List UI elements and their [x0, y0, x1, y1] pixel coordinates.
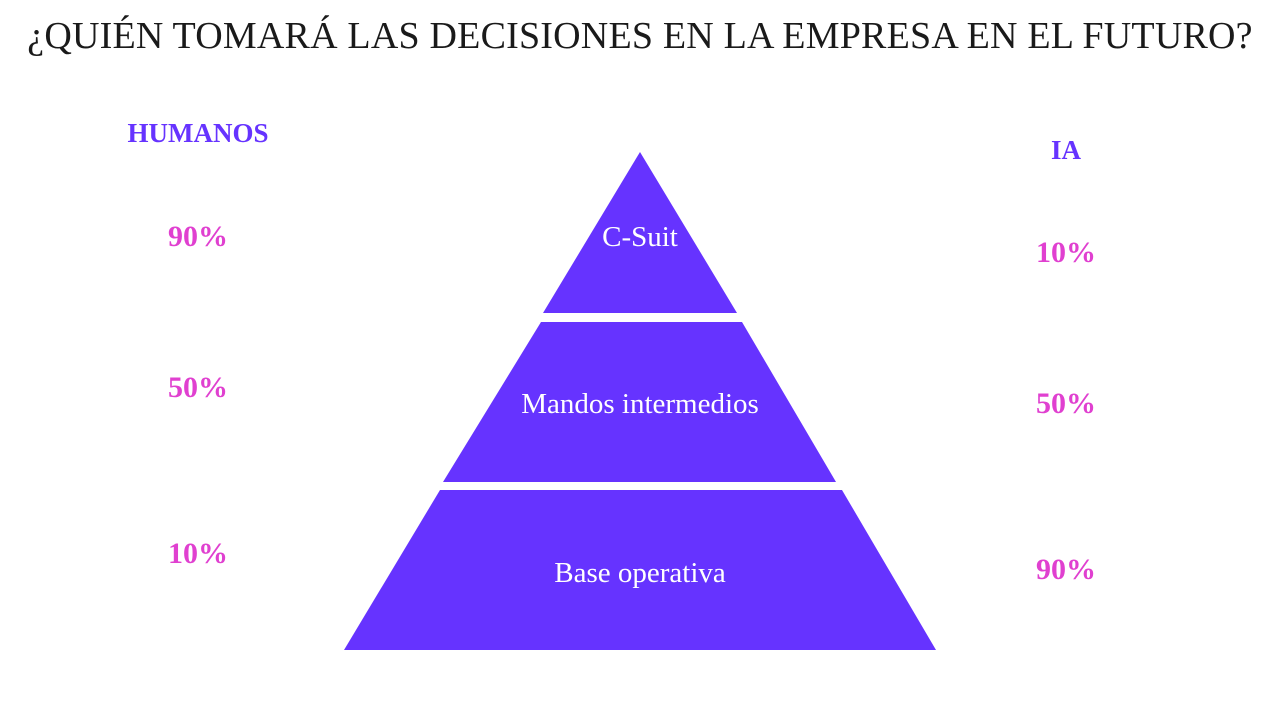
page-title: ¿QUIÉN TOMARÁ LAS DECISIONES EN LA EMPRE…	[27, 15, 1253, 57]
pyramid-tier-middle	[443, 322, 836, 482]
ia-heading: IA	[1050, 135, 1081, 165]
humanos-value-top: 90%	[168, 220, 228, 253]
pyramid-tier-top	[543, 152, 737, 313]
ia-value-top: 10%	[1036, 236, 1096, 269]
humanos-value-middle: 50%	[168, 371, 228, 404]
humanos-heading: HUMANOS	[127, 118, 269, 148]
ia-value-middle: 50%	[1036, 387, 1096, 420]
pyramid-tier-bottom	[344, 490, 936, 650]
humanos-value-bottom: 10%	[168, 537, 228, 570]
ia-value-bottom: 90%	[1036, 553, 1096, 586]
pyramid-label-top: C-Suit	[602, 221, 678, 253]
pyramid-label-middle: Mandos intermedios	[521, 388, 759, 420]
pyramid-label-bottom: Base operativa	[554, 557, 726, 589]
